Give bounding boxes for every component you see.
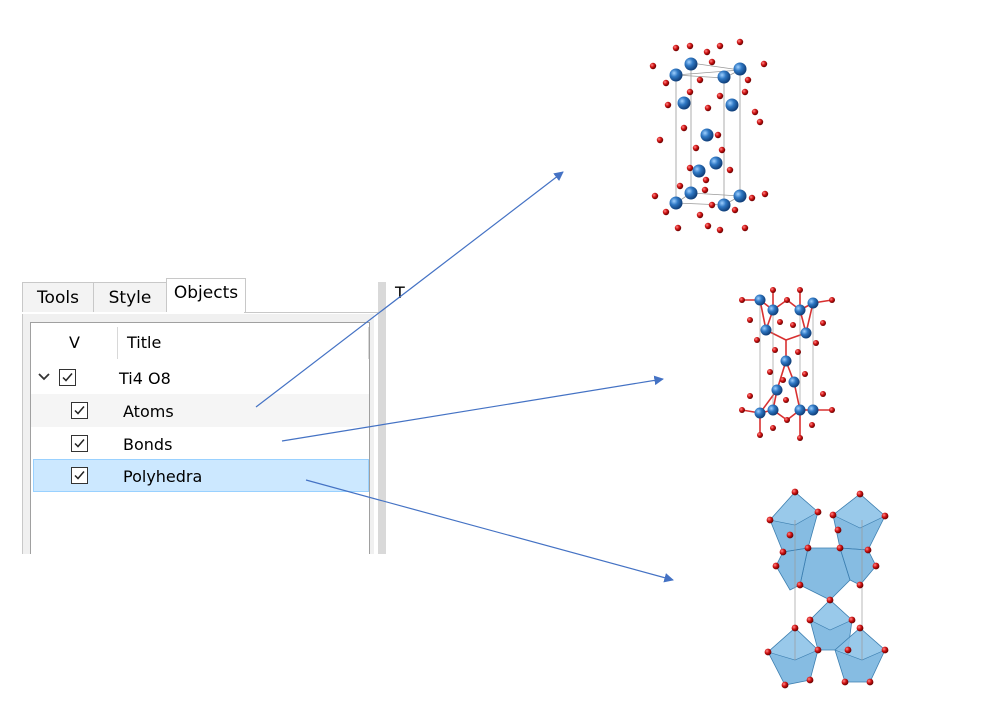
chevron-down-icon[interactable] (37, 370, 51, 384)
tree-row-label: Polyhedra (123, 467, 203, 486)
checkmark-icon (74, 406, 85, 415)
tree-row-label: Ti4 O8 (119, 369, 171, 388)
panel-splitter[interactable] (378, 282, 386, 554)
bonds-visible-checkbox[interactable] (71, 435, 88, 452)
structure-polyhedra-view (764, 488, 889, 689)
column-header-visible[interactable]: V (69, 333, 80, 352)
polyhedra-visible-checkbox[interactable] (71, 467, 88, 484)
checkmark-icon (62, 373, 73, 382)
objects-tree[interactable]: V Title Ti4 O8 Atoms Bonds (30, 322, 370, 554)
tree-row-atoms[interactable]: Atoms (31, 394, 369, 427)
tab-bar-divider (244, 312, 378, 313)
root-visible-checkbox[interactable] (59, 369, 76, 386)
tree-row-root[interactable]: Ti4 O8 (31, 361, 369, 394)
atoms-visible-checkbox[interactable] (71, 402, 88, 419)
arrow-atoms (255, 171, 564, 408)
tree-row-label: Bonds (123, 435, 173, 454)
tab-style[interactable]: Style (93, 282, 167, 312)
tree-row-label: Atoms (123, 402, 174, 421)
objects-panel: Tools Style Objects V Title Ti4 O8 Atoms (20, 278, 386, 554)
checkmark-icon (74, 439, 85, 448)
tab-bar: Tools Style Objects (20, 278, 386, 314)
arrow-bonds (281, 375, 664, 442)
checkmark-icon (74, 471, 85, 480)
arrow-polyhedra (305, 479, 674, 583)
column-divider[interactable] (117, 327, 118, 359)
tree-row-bonds[interactable]: Bonds (31, 427, 369, 460)
column-header-title[interactable]: Title (127, 333, 162, 352)
column-divider[interactable] (368, 327, 369, 359)
structure-bonds-view (739, 287, 835, 441)
structure-atoms-view (649, 38, 769, 234)
tab-objects[interactable]: Objects (166, 278, 246, 312)
side-panel-label: T (395, 283, 405, 302)
tree-header: V Title (31, 323, 369, 359)
tab-tools[interactable]: Tools (22, 282, 94, 312)
tree-row-polyhedra[interactable]: Polyhedra (33, 459, 369, 492)
